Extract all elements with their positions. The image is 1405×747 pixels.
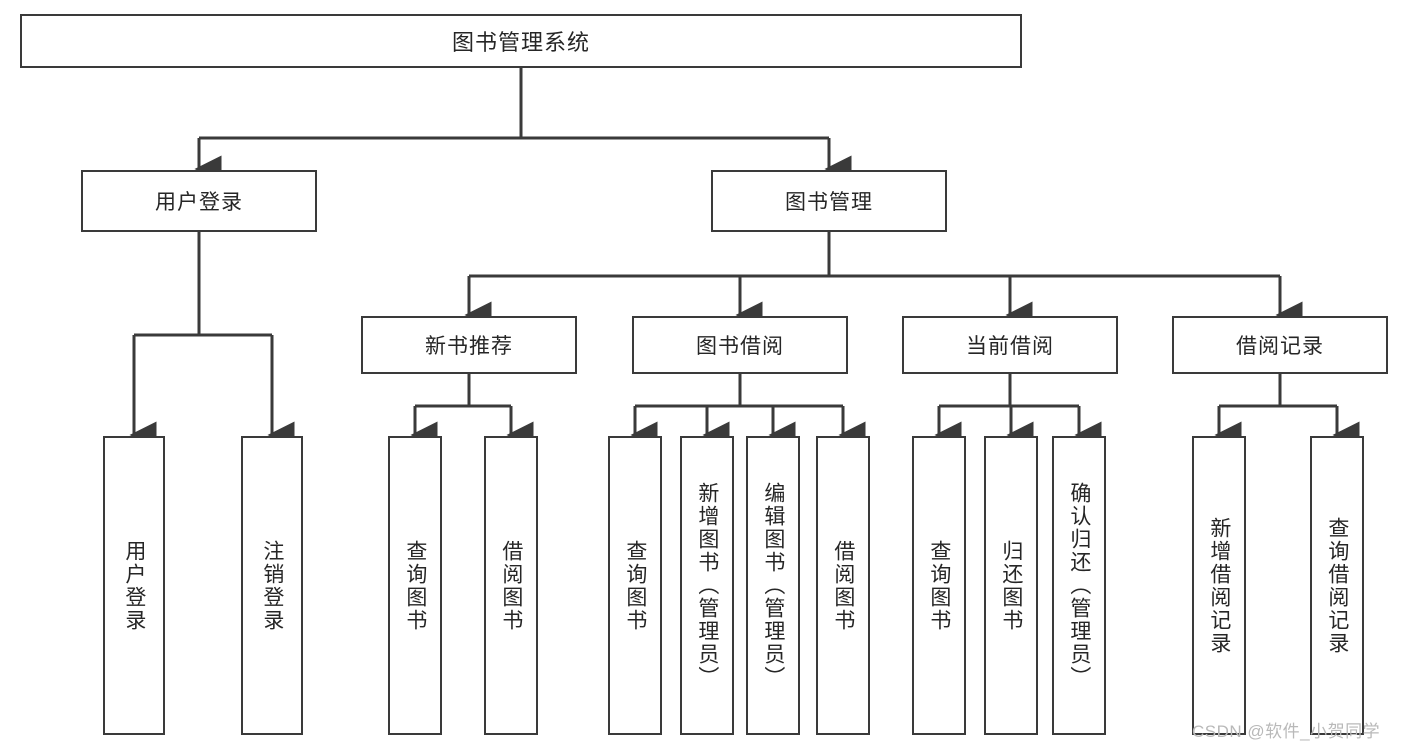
node-leaf-query-book-borrow[interactable]: 查询图书: [608, 436, 662, 735]
node-label: 用户登录: [122, 539, 146, 632]
node-label: 查询图书: [623, 539, 647, 632]
node-book-management[interactable]: 图书管理: [711, 170, 947, 232]
csdn-watermark: CSDN @软件_小贺同学: [1192, 722, 1381, 741]
node-new-book-recommend[interactable]: 新书推荐: [361, 316, 577, 374]
node-label: 查询借阅记录: [1325, 516, 1349, 655]
node-label: 图书借阅: [696, 335, 784, 358]
node-current-borrow[interactable]: 当前借阅: [902, 316, 1118, 374]
node-label: 当前借阅: [966, 335, 1054, 358]
node-leaf-add-borrow-record[interactable]: 新增借阅记录: [1192, 436, 1246, 735]
node-label: 借阅图书: [499, 539, 523, 632]
node-label: 确认归还（管理员）: [1067, 482, 1091, 689]
node-user-login[interactable]: 用户登录: [81, 170, 317, 232]
node-label: 图书管理系统: [451, 30, 590, 55]
node-label: 新增借阅记录: [1207, 516, 1231, 655]
node-leaf-user-logout[interactable]: 注销登录: [241, 436, 303, 735]
node-leaf-confirm-return-admin[interactable]: 确认归还（管理员）: [1052, 436, 1106, 735]
node-label: 编辑图书（管理员）: [761, 482, 785, 689]
node-leaf-edit-book-admin[interactable]: 编辑图书（管理员）: [746, 436, 800, 735]
node-label: 用户登录: [155, 191, 243, 214]
node-label: 注销登录: [260, 539, 284, 632]
node-label: 借阅图书: [831, 539, 855, 632]
node-leaf-query-book-recommend[interactable]: 查询图书: [388, 436, 442, 735]
node-label: 查询图书: [927, 539, 951, 632]
node-book-borrow[interactable]: 图书借阅: [632, 316, 848, 374]
node-leaf-query-borrow-record[interactable]: 查询借阅记录: [1310, 436, 1364, 735]
node-root-system[interactable]: 图书管理系统: [20, 14, 1022, 68]
node-leaf-query-book-current[interactable]: 查询图书: [912, 436, 966, 735]
node-label: 借阅记录: [1236, 335, 1324, 358]
node-leaf-borrow-book-recommend[interactable]: 借阅图书: [484, 436, 538, 735]
node-label: 归还图书: [999, 539, 1023, 632]
node-leaf-add-book-admin[interactable]: 新增图书（管理员）: [680, 436, 734, 735]
node-label: 新增图书（管理员）: [695, 482, 719, 689]
node-label: 图书管理: [785, 191, 873, 214]
node-leaf-user-login[interactable]: 用户登录: [103, 436, 165, 735]
node-label: 查询图书: [403, 539, 427, 632]
node-borrow-record[interactable]: 借阅记录: [1172, 316, 1388, 374]
node-leaf-return-book[interactable]: 归还图书: [984, 436, 1038, 735]
node-leaf-borrow-book[interactable]: 借阅图书: [816, 436, 870, 735]
node-label: 新书推荐: [425, 335, 513, 358]
